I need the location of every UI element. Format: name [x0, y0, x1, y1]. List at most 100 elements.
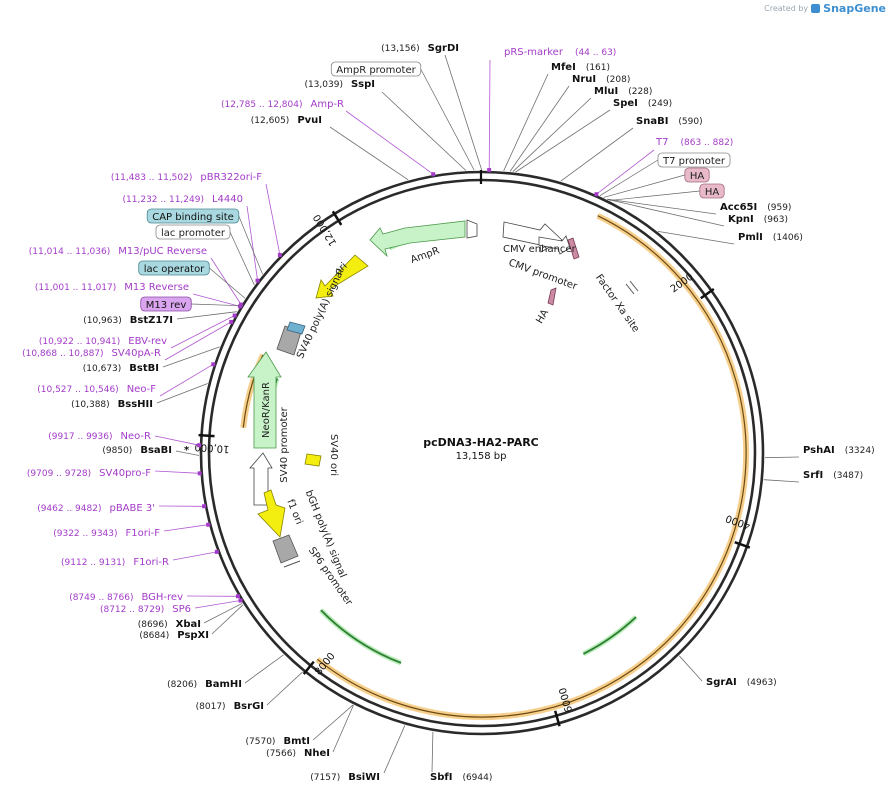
enzyme-sspi[interactable]: SspI(13,039) — [304, 79, 375, 90]
enzyme-bsshii[interactable]: BssHII(10,388) — [71, 399, 153, 410]
enzyme-position: (9850) — [102, 446, 132, 456]
enzyme-name: PmlI — [738, 232, 763, 243]
enzyme-bsiwi[interactable]: BsiWI(7157) — [310, 772, 380, 783]
feature-label-ha: HA — [534, 308, 551, 326]
enzyme-kpni-leader — [607, 199, 725, 227]
enzyme-kpni[interactable]: KpnI(963) — [728, 214, 788, 225]
enzyme-bstbi[interactable]: BstBI(10,673) — [83, 363, 159, 374]
feature-box-ampr-promoter[interactable]: AmpR promoter — [330, 61, 422, 77]
feature-box-t7-promoter[interactable]: T7 promoter — [657, 152, 731, 168]
enzyme-pmli[interactable]: PmlI(1406) — [738, 232, 803, 243]
feature-label-cmv-enhancer: CMV enhancer — [503, 244, 577, 255]
primer-prs-marker-marker — [487, 168, 492, 173]
primer-pbabe-3[interactable]: pBABE 3'(9462 .. 9482) — [37, 503, 155, 514]
primer-ebv-rev[interactable]: EBV-rev(10,922 .. 10,941) — [39, 336, 167, 347]
enzyme-sgrdi[interactable]: SgrDI(13,156) — [381, 43, 459, 54]
feature-box-frame — [155, 224, 231, 240]
enzyme-srfi[interactable]: SrfI (3487) — [803, 470, 863, 481]
primer-neo-r-leader — [154, 435, 200, 446]
enzyme-spei[interactable]: SpeI(249) — [613, 98, 672, 109]
primer-range: (9917 .. 9936) — [48, 432, 112, 442]
primer-m13-puc-reverse[interactable]: M13/pUC Reverse(11,014 .. 11,036) — [29, 246, 207, 257]
enzyme-sgrai[interactable]: SgrAI(4963) — [706, 677, 777, 688]
primer-t7[interactable]: T7(863 .. 882) — [655, 137, 733, 148]
primer-pbr322ori-f-leader — [265, 183, 281, 255]
plasmid-name: pcDNA3-HA2-PARC — [423, 436, 539, 449]
primer-sv40pro-f[interactable]: SV40pro-F(9709 .. 9728) — [27, 468, 151, 479]
primer-f1ori-f-marker — [206, 522, 211, 527]
enzyme-snabi[interactable]: SnaBI(590) — [636, 116, 703, 127]
primer-f1ori-f[interactable]: F1ori-F(9322 .. 9343) — [53, 528, 160, 539]
primer-sp6[interactable]: SP6(8712 .. 8729) — [100, 604, 191, 615]
enzyme-nrui[interactable]: NruI(208) — [572, 74, 630, 85]
primer-sv40pa-r[interactable]: SV40pA-R(10,868 .. 10,887) — [22, 348, 161, 359]
primer-name: M13 Reverse — [124, 282, 189, 293]
enzyme-name: SgrAI — [706, 677, 737, 688]
ha-mark-2 — [547, 287, 557, 306]
primer-range: (44 .. 63) — [575, 48, 616, 58]
enzyme-sbfi[interactable]: SbfI (6944) — [430, 772, 492, 783]
neor-kanr-arrow — [247, 351, 282, 449]
enzyme-pspxi-leader — [211, 604, 244, 635]
enzyme-bstz17i[interactable]: BstZ17I(10,963) — [83, 315, 173, 326]
feature-box-leader — [609, 190, 700, 201]
enzyme-bamhi[interactable]: BamHI(8206) — [167, 679, 242, 690]
primer-f1ori-r-marker — [214, 549, 219, 554]
primer-neo-r[interactable]: Neo-R(9917 .. 9936) — [48, 431, 151, 442]
feature-box-frame — [138, 260, 210, 276]
enzyme-name: SrfI — [803, 470, 823, 481]
primer-l4440-marker — [255, 278, 260, 283]
enzyme-bsiwi-leader — [383, 725, 406, 774]
primer-l4440[interactable]: L4440(11,232 .. 11,249) — [123, 194, 243, 205]
primer-range: (11,001 .. 11,017) — [35, 283, 116, 293]
primer-l4440-leader — [246, 205, 258, 281]
primer-name: BGH-rev — [141, 592, 183, 603]
enzyme-pvui[interactable]: PvuI(12,605) — [251, 115, 322, 126]
enzyme-pspxi[interactable]: PspXI(8684) — [139, 630, 209, 641]
enzyme-bmti[interactable]: BmtI(7570) — [246, 736, 310, 747]
primer-prs-marker[interactable]: pRS-marker(44 .. 63) — [504, 47, 616, 58]
cmv-promoter-arrow — [538, 235, 571, 255]
feature-box-leader — [229, 231, 255, 286]
primer-pbr322ori-f[interactable]: pBR322ori-F(11,483 .. 11,502) — [111, 172, 262, 183]
enzyme-name: BsrGI — [234, 701, 264, 712]
primer-prs-marker-leader — [488, 59, 491, 171]
feature-box-leader — [603, 174, 685, 198]
primer-sp6-leader — [194, 600, 241, 609]
primer-bgh-rev[interactable]: BGH-rev(8749 .. 8766) — [69, 592, 183, 603]
enzyme-position: (6944) — [462, 773, 492, 783]
enzyme-acc65i[interactable]: Acc65I(959) — [720, 202, 791, 213]
enzyme-nhei[interactable]: NheI(7566) — [266, 748, 330, 759]
primer-f1ori-r[interactable]: F1ori-R(9112 .. 9131) — [61, 557, 169, 568]
feature-box-ha[interactable]: HA — [699, 183, 725, 199]
enzyme-sgrdi-leader — [444, 54, 483, 171]
f1-ori-arrow — [257, 489, 286, 538]
enzyme-bsrgi[interactable]: BsrGI(8017) — [196, 701, 264, 712]
enzyme-mlui[interactable]: MluI(228) — [594, 86, 652, 97]
enzyme-pshai[interactable]: PshAI(3324) — [803, 445, 875, 456]
primer-amp-r[interactable]: Amp-R(12,785 .. 12,804) — [221, 99, 344, 110]
primer-name: pBR322ori-F — [200, 172, 262, 183]
primer-sp6-marker — [238, 598, 243, 603]
orf-arrow-right — [582, 616, 637, 655]
primer-name: Neo-F — [127, 384, 157, 395]
primer-neo-f[interactable]: Neo-F(10,527 .. 10,546) — [37, 384, 156, 395]
enzyme-snabi-leader — [560, 127, 634, 182]
enzyme-position: (3487) — [833, 471, 863, 481]
primer-pbabe-3-marker — [202, 504, 207, 509]
feature-box-m13-rev[interactable]: M13 rev — [140, 296, 192, 312]
feature-box-lac-promoter[interactable]: lac promoter — [155, 224, 231, 240]
feature-box-cap-binding-site[interactable]: CAP binding site — [146, 208, 240, 224]
enzyme-bamhi-leader — [244, 654, 284, 684]
enzyme-name: BssHII — [118, 399, 153, 410]
enzyme-name: SbfI — [430, 772, 452, 783]
feature-box-lac-operator[interactable]: lac operator — [138, 260, 210, 276]
enzyme-bsabi[interactable]: *BsaBI(9850) — [102, 445, 190, 456]
primer-neo-f-marker — [211, 362, 216, 367]
primer-neo-r-marker — [197, 443, 202, 448]
feature-box-label: lac operator — [144, 264, 205, 275]
enzyme-xbai[interactable]: XbaI(8696) — [138, 619, 201, 630]
enzyme-mfei[interactable]: MfeI(161) — [551, 62, 610, 73]
feature-box-ha[interactable]: HA — [684, 167, 710, 183]
primer-m13-reverse[interactable]: M13 Reverse (11,001 .. 11,017) — [35, 282, 189, 293]
